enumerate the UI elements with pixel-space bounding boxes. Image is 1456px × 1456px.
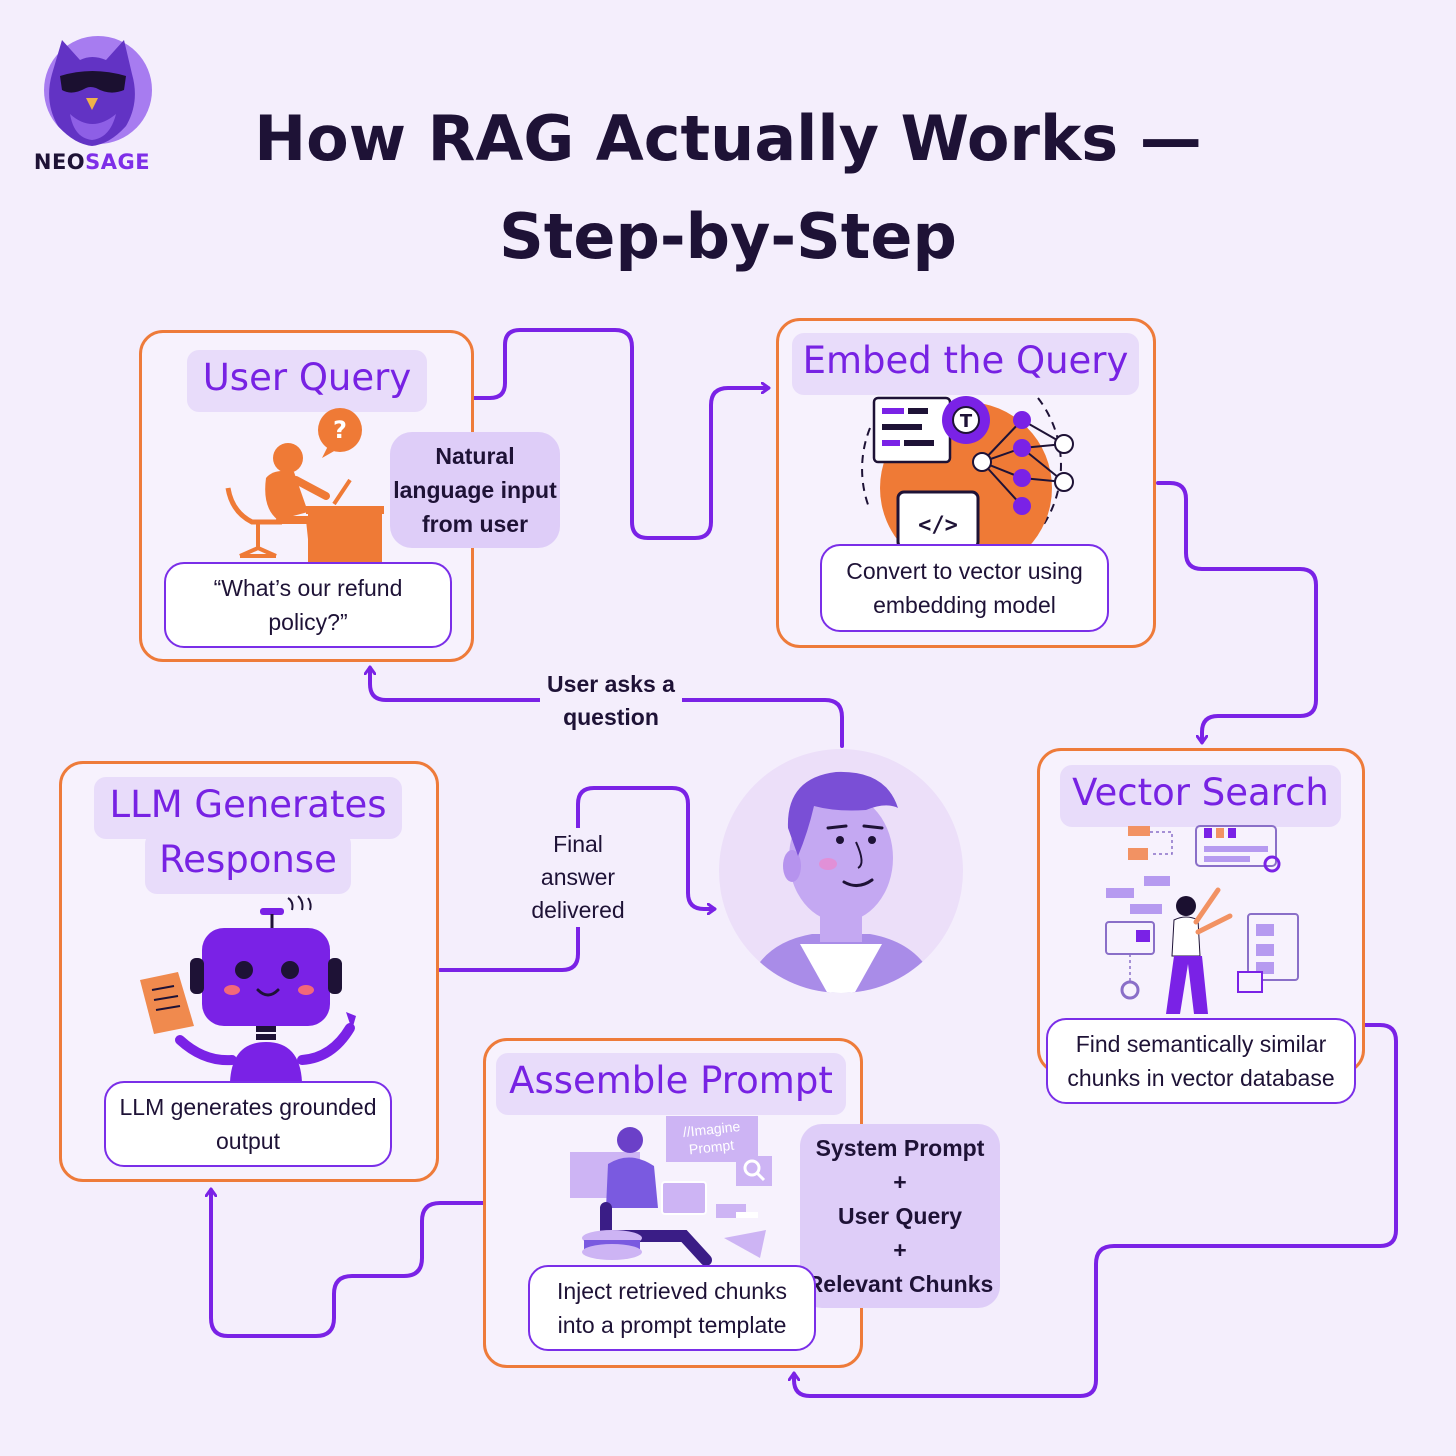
user-query-description: “What’s our refund policy?” [164,562,452,648]
step-title-llm-line2: Response [145,832,351,894]
note-line: User Query [837,1203,962,1229]
svg-text:T: T [960,411,973,432]
page-title-line2: Step-by-Step [499,200,957,273]
llm-description: LLM generates grounded output [104,1081,392,1167]
connector-embed-to-search [1156,481,1318,742]
page-title-line1: How RAG Actually Works — [254,102,1202,175]
connector-search-to-assemble [794,1023,1398,1398]
connector-assemble-to-llm [211,1190,485,1338]
robot-assistant-icon [140,895,356,1082]
vector-search-description: Find semantically similar chunks in vect… [1046,1018,1356,1104]
note-line: language input [393,477,557,503]
edge-label-final-answer: Final answer delivered [518,828,638,927]
illustration-text: //Imagine [682,1118,741,1140]
assemble-prompt-note: System Prompt + User Query + Relevant Ch… [800,1124,1000,1308]
step-title-llm-line1: LLM Generates [94,777,402,839]
note-line: System Prompt [815,1135,985,1161]
step-title-assemble-prompt: Assemble Prompt [496,1053,846,1115]
owl-mascot-icon [44,36,152,146]
neosage-logo: NEOSAGE [30,34,154,184]
vector-search-illustration-icon [1105,825,1299,1014]
step-title-user-query: User Query [187,350,427,412]
note-line: Relevant Chunks [806,1271,994,1297]
assemble-description: Inject retrieved chunks into a prompt te… [528,1265,816,1351]
svg-text:</>: </> [918,513,958,538]
note-line: + [893,1169,907,1195]
embedding-model-icon: T </> [861,396,1074,548]
edge-label-user-asks: User asks a question [540,668,682,734]
step-title-embed-query: Embed the Query [792,333,1139,395]
connector-query-to-embed [472,328,768,540]
note-line: Natural [435,443,515,469]
prompt-assembly-illustration-icon: //Imagine Prompt [570,1116,772,1266]
embed-description: Convert to vector using embedding model [820,544,1109,632]
note-line: + [893,1237,907,1263]
svg-text:?: ? [333,416,347,444]
note-line: from user [421,511,529,537]
brand-name: NEOSAGE [33,150,151,174]
user-query-note: Natural language input from user [390,432,560,548]
user-avatar-icon [719,749,963,993]
person-at-desk-icon: ? [225,408,384,564]
illustration-text: Prompt [688,1137,735,1158]
step-title-vector-search: Vector Search [1060,765,1341,827]
connector-llm-to-user [438,786,714,972]
